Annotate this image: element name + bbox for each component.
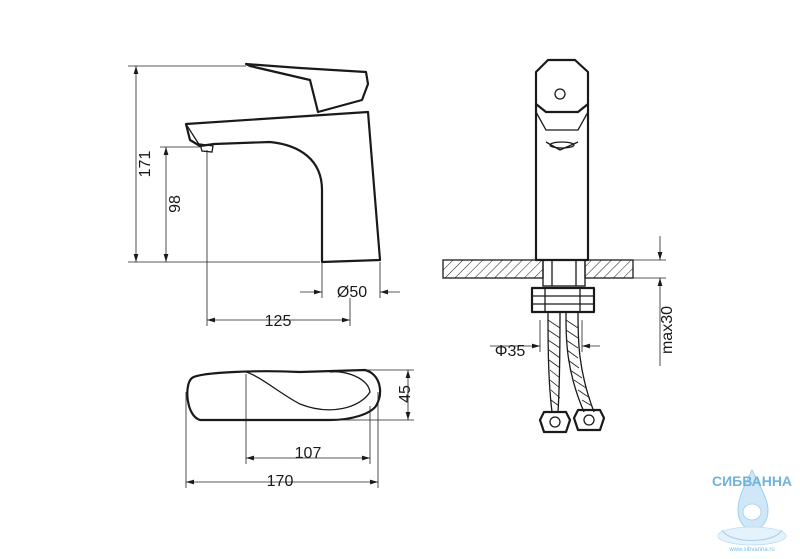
dim-height-total: 171 <box>128 65 320 263</box>
label-45: 45 <box>397 385 414 403</box>
top-outline <box>186 368 382 422</box>
label-125: 125 <box>265 313 292 330</box>
hose-nuts <box>538 408 606 434</box>
front-handle <box>534 58 590 114</box>
mounting-nut <box>530 286 596 314</box>
side-view <box>184 62 382 264</box>
countertop <box>442 259 544 279</box>
logo-url-text: www.sibvanna.ru <box>728 547 774 553</box>
dim-handle-height: 45 <box>330 369 414 421</box>
brand-logo: СИБВАННА www.sibvanna.ru <box>712 468 792 553</box>
dim-max-thickness: max30 <box>633 236 676 366</box>
label-base-diameter: Ø50 <box>337 284 367 301</box>
dim-overall-length: 170 <box>185 392 379 490</box>
label-171: 171 <box>137 151 154 178</box>
aerator <box>199 143 214 153</box>
dim-base-diameter: Ø50 <box>300 262 400 301</box>
label-98: 98 <box>167 195 184 213</box>
supply-hoses <box>547 311 595 413</box>
logo-brand-text: СИБВАННА <box>712 473 792 489</box>
front-view <box>442 58 634 434</box>
dim-spout-reach: 125 <box>206 150 351 330</box>
top-view <box>186 368 382 422</box>
dim-hose-diameter: Φ35 <box>490 320 600 360</box>
label-max30: max30 <box>659 306 676 354</box>
side-handle <box>244 62 370 114</box>
label-170: 170 <box>267 473 294 490</box>
dim-spout-height: 98 <box>160 146 200 262</box>
label-107: 107 <box>295 445 322 462</box>
side-spout-body <box>184 110 382 264</box>
label-hose-diameter: Φ35 <box>495 343 526 360</box>
dim-handle-length: 107 <box>245 374 371 464</box>
front-body <box>534 104 590 262</box>
